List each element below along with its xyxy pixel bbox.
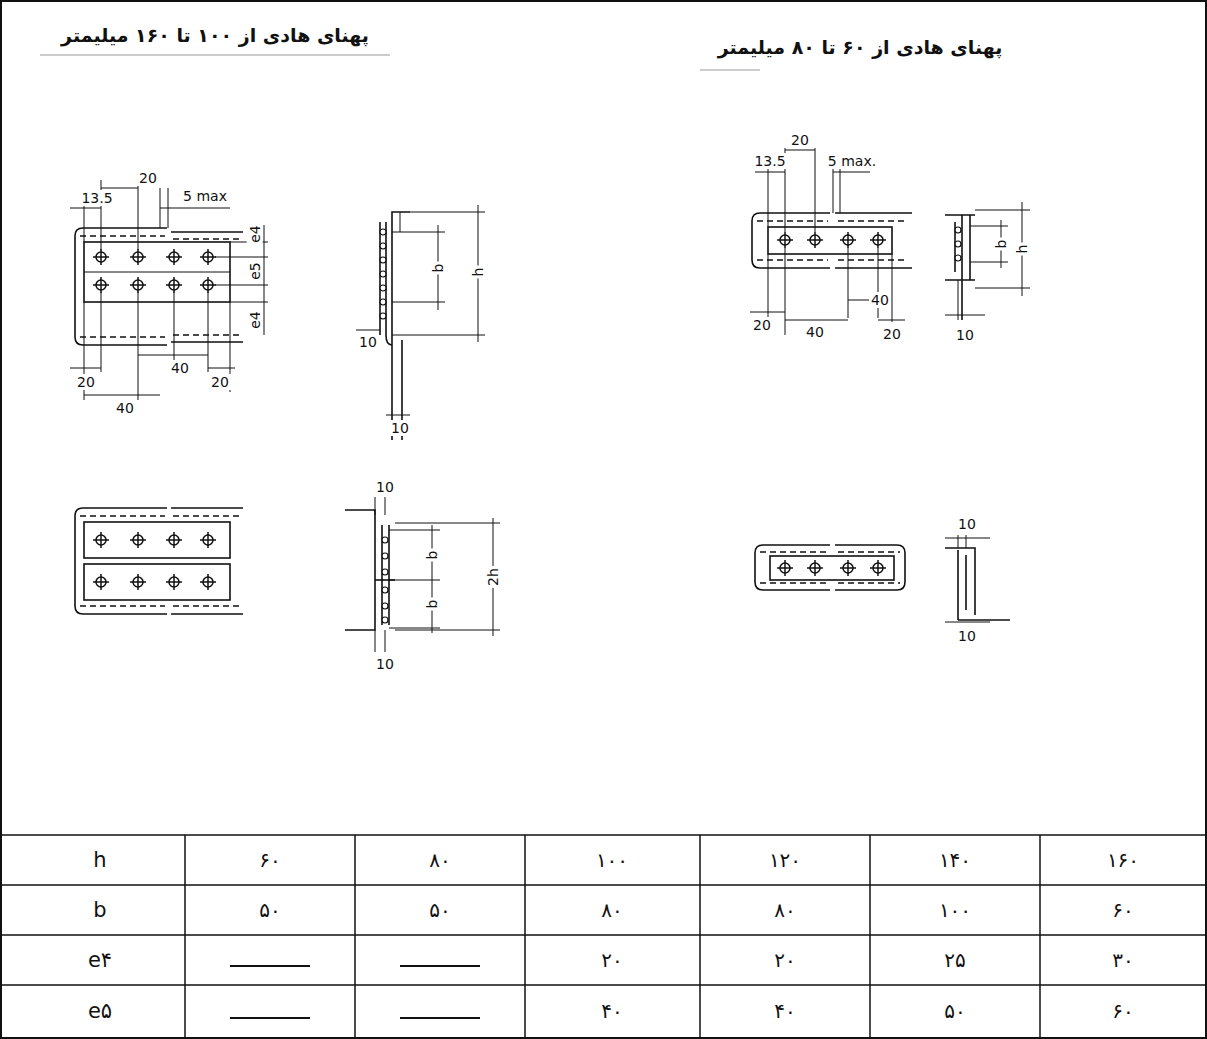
table-cell: ۵۰: [427, 899, 452, 922]
dimension-label: b: [424, 598, 440, 611]
dimension-label: 20: [789, 132, 811, 148]
table-cell: ۱۲۰: [767, 849, 803, 872]
dimension-label: e5: [247, 260, 263, 282]
dimension-label: 10: [389, 420, 411, 436]
table-cell: ۴۰: [599, 1000, 624, 1023]
dimension-label: 10: [954, 327, 976, 343]
table-cell: ۱۴۰: [937, 849, 973, 872]
section-heading: پهنای هادی از ۱۰۰ تا ۱۶۰ میلیمتر: [59, 25, 371, 47]
table-cell: b: [91, 898, 108, 922]
table-cell: ۳۰: [1110, 949, 1135, 972]
table-cell: ۵۰: [257, 899, 282, 922]
dimension-label: e4: [247, 223, 263, 245]
dimension-label: 10: [357, 334, 379, 350]
table-cell: ۸۰: [772, 899, 797, 922]
dimension-label: b: [430, 262, 446, 275]
section-heading: پهنای هادی از ۶۰ تا ۸۰ میلیمتر: [716, 37, 1005, 59]
table-cell: ۸۰: [599, 899, 624, 922]
dimension-label: 40: [869, 292, 891, 308]
dimension-label: 5 max.: [826, 153, 878, 169]
dimension-label: 20: [881, 326, 903, 342]
dimension-label: 5 max: [181, 188, 229, 204]
dimension-label: 2h: [485, 566, 501, 588]
dimension-label: 20: [75, 374, 97, 390]
dimension-label: e4: [247, 309, 263, 331]
table-cell: ۶۰: [1110, 899, 1135, 922]
dimension-label: 10: [956, 628, 978, 644]
table-cell: ۶۰: [1110, 1000, 1135, 1023]
dimension-label: 40: [169, 360, 191, 376]
table-cell: ۱۰۰: [937, 899, 973, 922]
table-cell: ۲۰: [772, 949, 797, 972]
dimension-label: 13.5: [752, 153, 787, 169]
table-cell: ۲۵: [942, 949, 967, 972]
dimension-label: h: [1014, 243, 1030, 256]
table-cell: ۱۰۰: [594, 849, 630, 872]
dimension-label: b: [424, 549, 440, 562]
dimension-label: 13.5: [79, 190, 114, 206]
dimension-label: 20: [209, 374, 231, 390]
table-cell: ۸۰: [427, 849, 452, 872]
dimension-label: 20: [137, 170, 159, 186]
table-cell: e۵: [86, 999, 114, 1023]
dimension-label: 40: [804, 324, 826, 340]
dimension-label: 20: [751, 317, 773, 333]
dimension-label: 10: [374, 656, 396, 672]
table-cell: h: [91, 848, 108, 872]
table-cell: ۱۶۰: [1105, 849, 1141, 872]
dimension-label: 10: [956, 516, 978, 532]
table-cell: ۶۰: [257, 849, 282, 872]
dimension-label: 10: [374, 479, 396, 495]
dimension-label: b: [993, 238, 1009, 251]
dimension-label: 40: [114, 400, 136, 416]
table-cell: e۴: [86, 948, 114, 972]
table-cell: ۲۰: [599, 949, 624, 972]
table-cell: ۴۰: [772, 1000, 797, 1023]
table-cell: ۵۰: [942, 1000, 967, 1023]
dimension-label: h: [470, 266, 486, 279]
